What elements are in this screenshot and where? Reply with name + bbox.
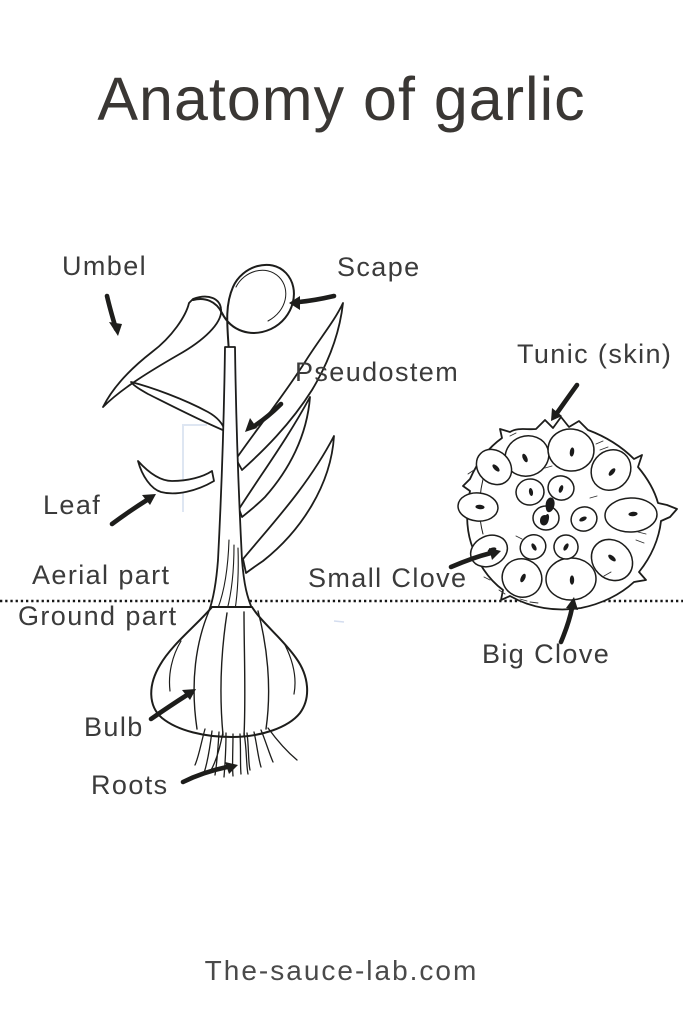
pseudostem-arrow bbox=[245, 401, 284, 432]
label-arrows bbox=[104, 293, 580, 785]
roots-drawing bbox=[194, 727, 298, 778]
umbel-arrow bbox=[104, 293, 122, 336]
label-tunic-skin: Tunic (skin) bbox=[517, 339, 673, 369]
label-ground-part: Ground part bbox=[18, 601, 178, 631]
garlic-plant-drawing bbox=[102, 263, 344, 778]
label-leaf: Leaf bbox=[43, 490, 102, 520]
scape-arrow bbox=[289, 293, 337, 310]
big-clove-arrow bbox=[558, 597, 578, 645]
label-scape: Scape bbox=[337, 252, 421, 282]
small-clove-arrow bbox=[448, 548, 501, 570]
label-bulb: Bulb bbox=[84, 712, 144, 742]
cross-section-hatching bbox=[467, 432, 647, 604]
scape-loop bbox=[192, 263, 295, 353]
leaves bbox=[130, 302, 344, 574]
bulb-drawing bbox=[150, 606, 308, 738]
umbel-pod bbox=[102, 295, 222, 408]
label-umbel: Umbel bbox=[62, 251, 148, 281]
label-small-clove: Small Clove bbox=[308, 563, 468, 593]
label-aerial-part: Aerial part bbox=[32, 560, 171, 590]
page-title: Anatomy of garlic bbox=[97, 65, 586, 133]
roots-arrow bbox=[180, 762, 238, 785]
leaf-arrow bbox=[109, 494, 156, 527]
footer-watermark: The-sauce-lab.com bbox=[204, 955, 479, 986]
label-pseudostem: Pseudostem bbox=[295, 357, 460, 387]
scan-artifact-guides bbox=[182, 424, 345, 623]
tunic-arrow bbox=[551, 382, 580, 421]
label-big-clove: Big Clove bbox=[482, 639, 611, 669]
bulb-arrow bbox=[148, 689, 196, 722]
garlic-cross-section bbox=[457, 416, 678, 611]
label-roots: Roots bbox=[91, 770, 169, 800]
